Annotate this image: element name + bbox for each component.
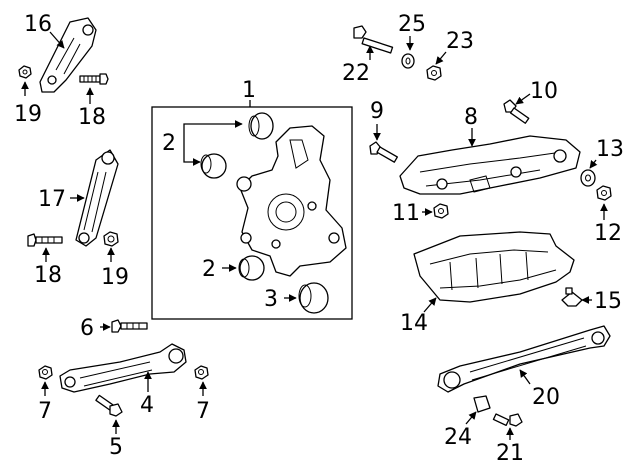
part-6-bolt[interactable] xyxy=(111,319,148,333)
callout-16: 16 xyxy=(24,12,52,37)
callout-24: 24 xyxy=(444,425,472,450)
part-2-bushing-middle[interactable] xyxy=(200,153,227,179)
callout-21: 21 xyxy=(496,441,524,466)
callout-23: 23 xyxy=(446,29,474,54)
part-7-nut-right[interactable] xyxy=(194,365,209,380)
part-23-nut[interactable] xyxy=(426,65,442,81)
part-15-clip[interactable] xyxy=(561,287,583,307)
part-20-lateral-link[interactable] xyxy=(437,325,611,393)
callout-2: 2 xyxy=(162,131,176,156)
part-16-bracket[interactable] xyxy=(39,17,97,93)
part-14-splash-shield[interactable] xyxy=(413,231,575,303)
part-5-bolt[interactable] xyxy=(95,394,123,417)
callout-2: 2 xyxy=(202,257,216,282)
part-21-bolt[interactable] xyxy=(492,413,523,427)
callout-6: 6 xyxy=(80,316,94,341)
callout-19: 19 xyxy=(14,102,42,127)
part-13-washer[interactable] xyxy=(580,169,596,187)
callout-3: 3 xyxy=(264,287,278,312)
part-18-bolt-lower[interactable] xyxy=(27,233,63,247)
callout-20: 20 xyxy=(532,385,560,410)
part-3-bushing[interactable] xyxy=(298,282,329,314)
part-10-bolt[interactable] xyxy=(503,99,530,124)
part-7-nut-left[interactable] xyxy=(38,365,53,380)
callout-15: 15 xyxy=(594,289,622,314)
part-4-lower-control-arm[interactable] xyxy=(59,343,187,393)
callout-7: 7 xyxy=(196,399,210,424)
part-2-bushing-bottom[interactable] xyxy=(238,255,265,281)
callout-13: 13 xyxy=(596,137,624,162)
part-25-washer[interactable] xyxy=(401,53,415,69)
callout-14: 14 xyxy=(400,311,428,336)
part-17-trailing-link[interactable] xyxy=(75,149,119,247)
callout-17: 17 xyxy=(38,187,66,212)
knuckle-group-frame xyxy=(151,106,353,320)
part-2-bushing-top[interactable] xyxy=(248,112,274,140)
callout-9: 9 xyxy=(370,99,384,124)
part-8-upper-control-arm[interactable] xyxy=(399,135,581,195)
callout-19: 19 xyxy=(101,265,129,290)
callout-18: 18 xyxy=(34,263,62,288)
callout-25: 25 xyxy=(398,12,426,37)
callout-4: 4 xyxy=(140,393,154,418)
part-11-nut[interactable] xyxy=(433,203,449,219)
callout-11: 11 xyxy=(392,201,420,226)
part-24-washer[interactable] xyxy=(473,395,491,413)
callout-1: 1 xyxy=(242,78,256,103)
part-12-nut[interactable] xyxy=(596,185,612,201)
callout-7: 7 xyxy=(38,399,52,424)
part-18-bolt-upper[interactable] xyxy=(79,73,109,85)
callout-12: 12 xyxy=(594,221,622,246)
part-19-nut-lower[interactable] xyxy=(103,231,119,247)
callout-22: 22 xyxy=(342,61,370,86)
callout-18: 18 xyxy=(78,105,106,130)
callout-labels: 16 19 18 17 18 19 1 2 2 3 6 7 4 7 5 22 2… xyxy=(14,12,624,466)
callout-5: 5 xyxy=(109,435,123,460)
callout-8: 8 xyxy=(464,105,478,130)
part-22-bolt[interactable] xyxy=(353,25,394,54)
part-19-nut-upper[interactable] xyxy=(18,65,32,79)
part-1-knuckle[interactable] xyxy=(236,125,347,277)
callout-10: 10 xyxy=(530,79,558,104)
leader-lines xyxy=(21,31,608,440)
part-9-bolt[interactable] xyxy=(369,141,398,163)
